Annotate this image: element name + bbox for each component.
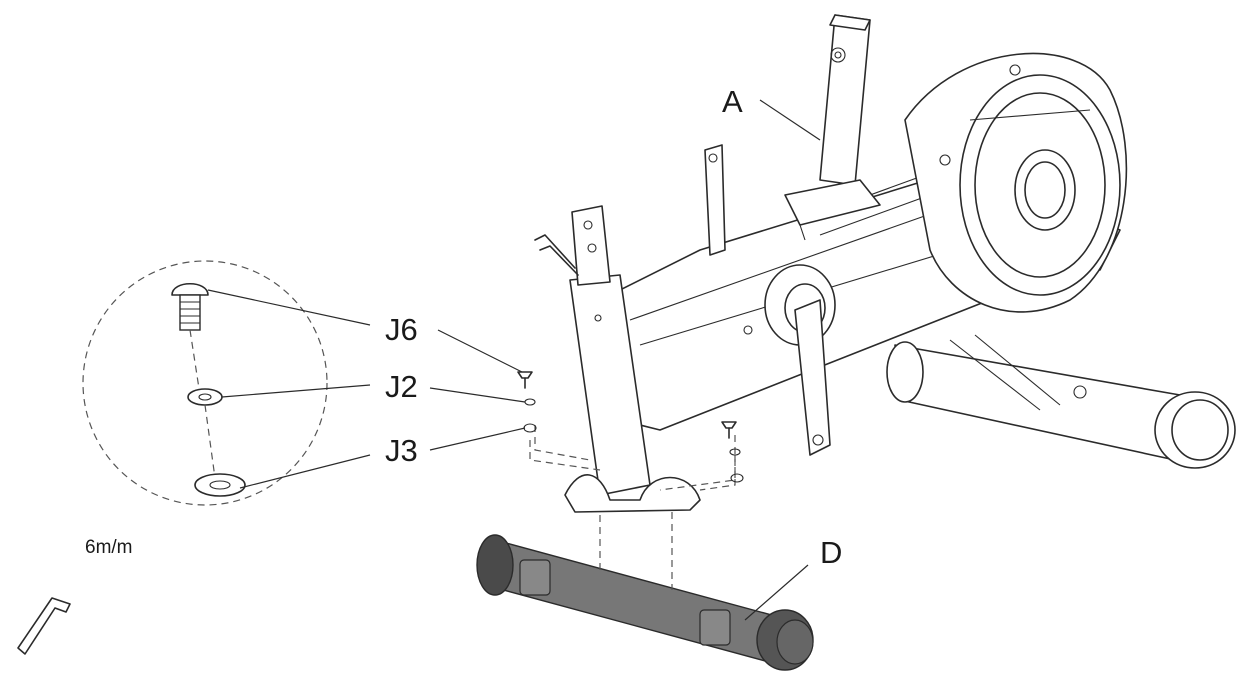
detail-callout [82,260,328,506]
label-part-d: D [820,535,842,570]
alignment-lines [529,425,736,590]
front-upright-tube [534,205,701,513]
leader-lines [207,99,821,621]
rear-stabiliser [886,334,1236,469]
label-part-j6: J6 [385,312,418,347]
front-stabiliser-d [476,534,814,671]
seat-post-a [784,14,881,241]
allen-key-icon [17,597,71,655]
flywheel-housing [904,52,1128,313]
label-tool-size: 6m/m [85,537,133,558]
crank-assembly [704,144,836,456]
label-part-j3: J3 [385,433,418,468]
label-part-j2: J2 [385,369,418,404]
label-part-a: A [722,84,743,119]
hardware-parts [517,371,744,483]
